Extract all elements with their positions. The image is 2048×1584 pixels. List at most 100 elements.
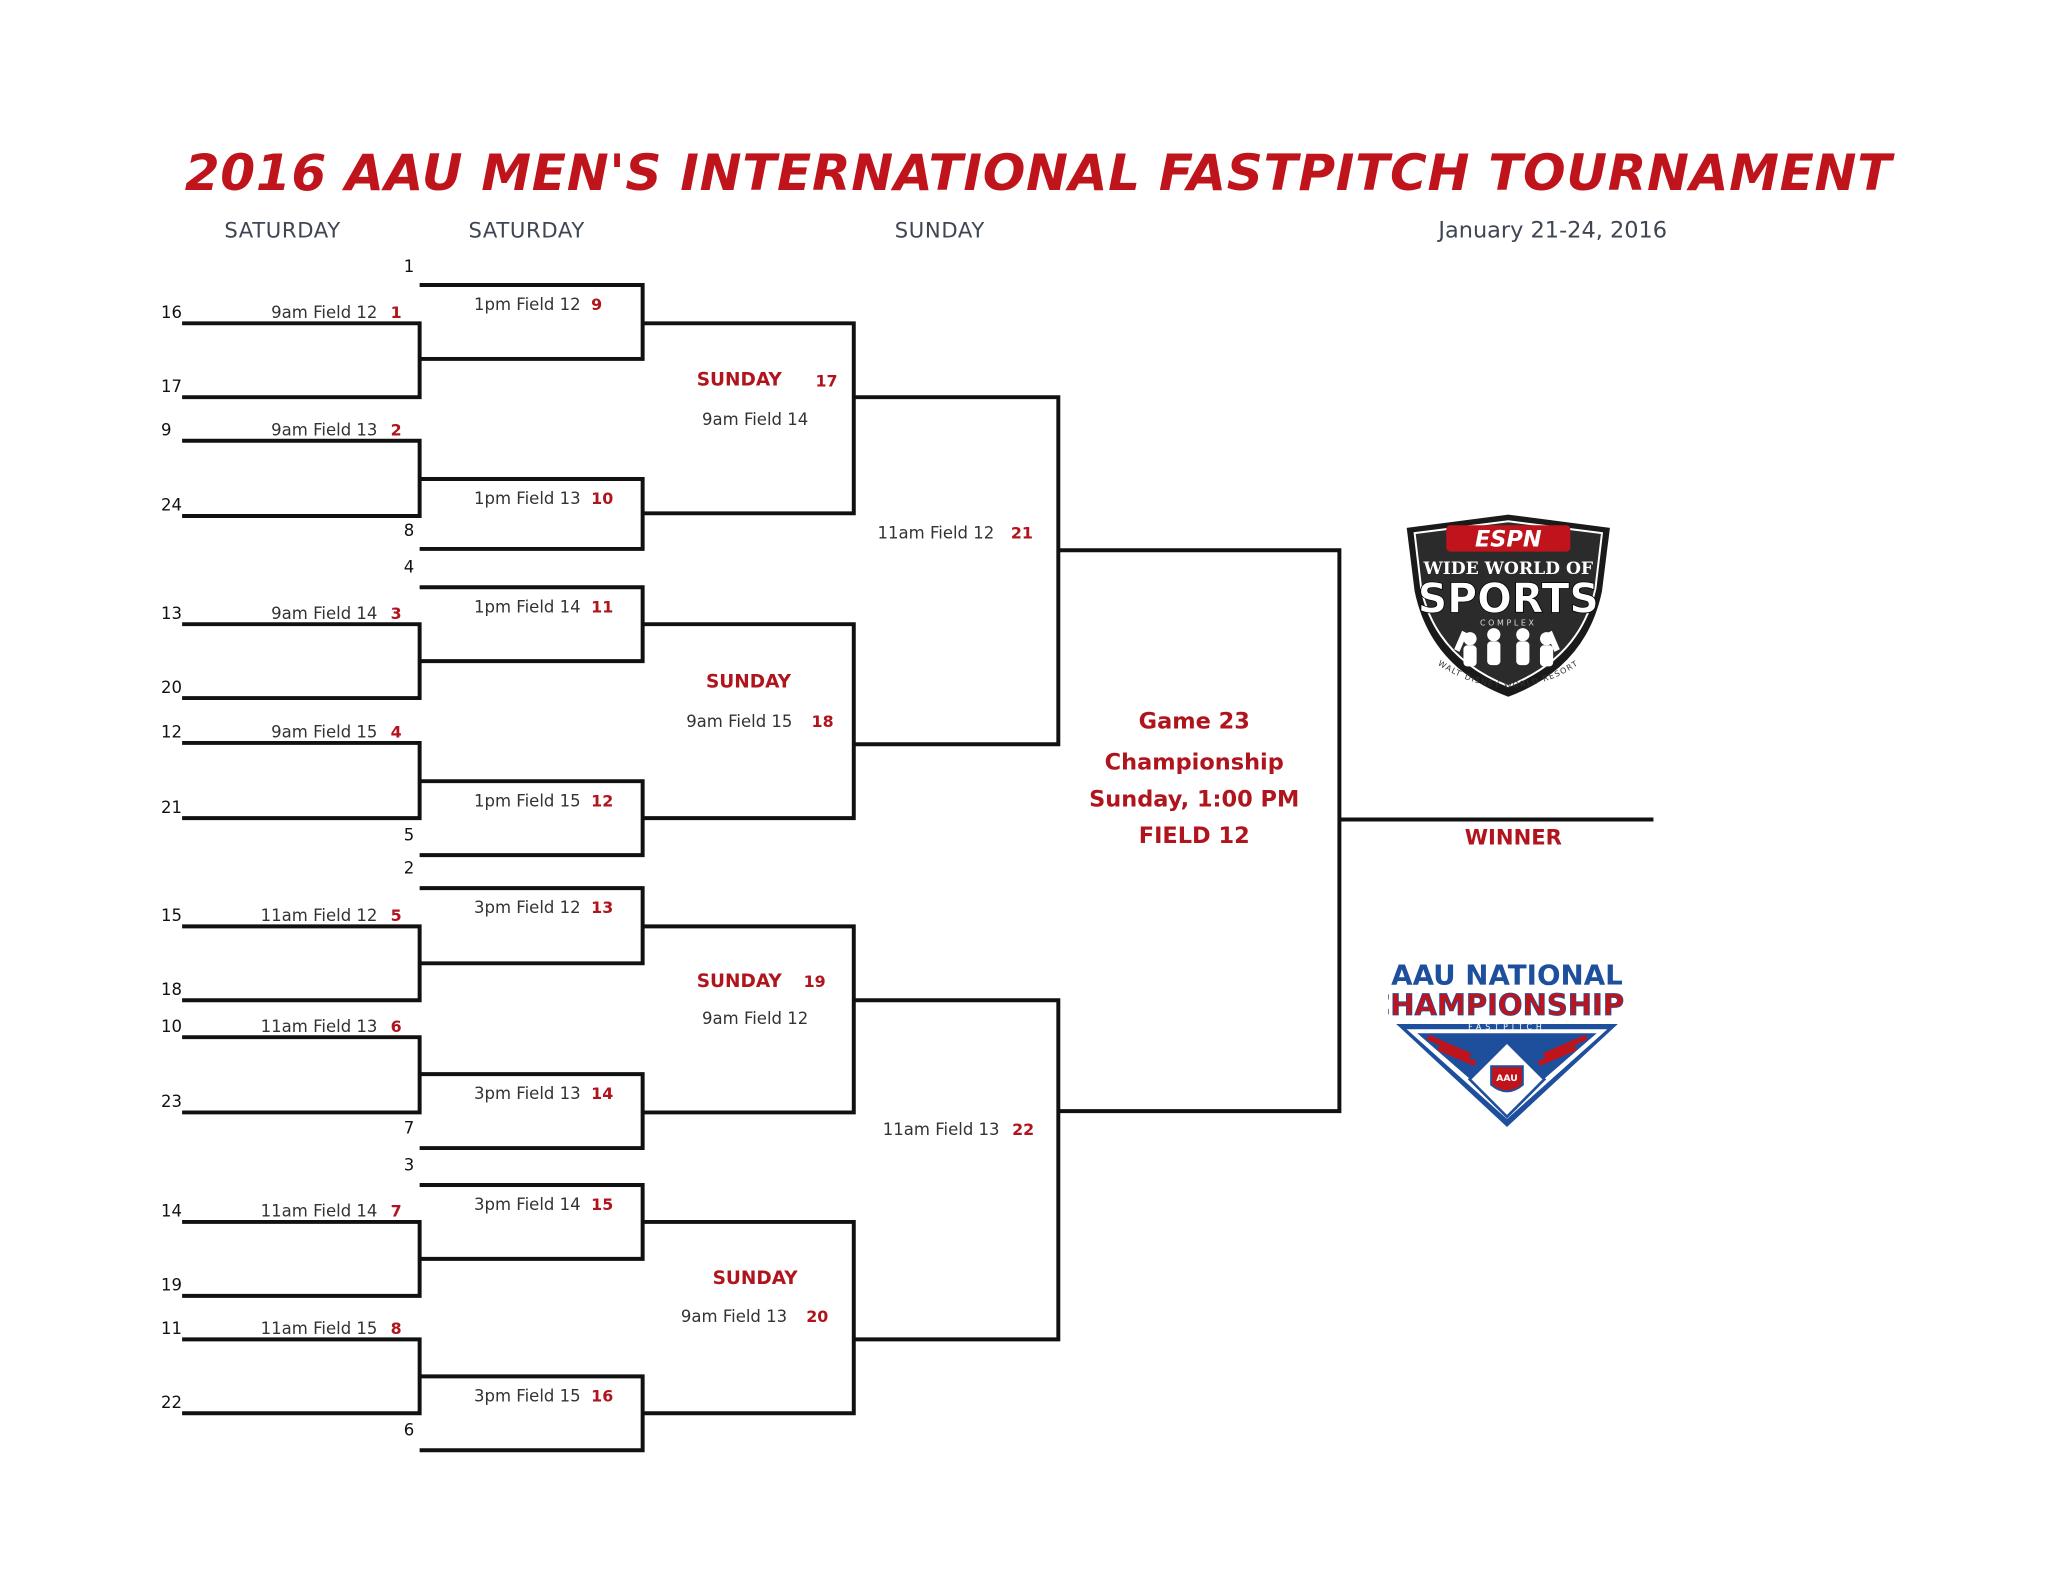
game-number: 7 [390,1202,402,1221]
round3-bracket [642,924,856,1115]
seed-number: 21 [160,797,182,817]
round3-bracket [642,1219,856,1416]
seed-number: 23 [160,1091,182,1112]
espn-wordmark: ESPN [1475,526,1542,552]
seed-number: 17 [160,376,182,396]
seed-number: 16 [160,302,182,322]
game-time-field: 1pm Field 12 [474,294,581,315]
game-number: 6 [390,1017,402,1036]
round1-bracket [182,924,422,1003]
game-number: 3 [390,604,402,623]
seed-number: 24 [160,494,182,515]
game-time-field: 9am Field 13 [271,419,378,440]
espn-logo-line3: COMPLEX [1480,618,1537,627]
seed-number: 3 [403,1154,415,1175]
game-time-field: 11am Field 13 [882,1119,1000,1139]
seed-number: 15 [160,905,182,926]
game-number: 22 [1012,1120,1035,1139]
game-number: 17 [815,372,838,391]
seed-number: 12 [160,721,182,742]
game-time-field: 1pm Field 13 [474,488,581,509]
aau-logo-line1: AAU NATIONAL [1391,958,1623,991]
championship-title: Championship [1104,749,1284,776]
game-time-field: 3pm Field 14 [474,1194,581,1215]
game-day: SUNDAY [696,369,782,391]
game-number: 20 [806,1307,829,1327]
winner-label: WINNER [1464,824,1562,850]
round1-bracket [182,740,422,821]
game-time-field: 11am Field 15 [260,1318,378,1339]
round4-bracket [853,998,1061,1342]
game-number: 11 [591,597,614,617]
game-time-field: 9am Field 15 [271,721,378,742]
aau-national-championships-logo: AAU NATIONAL CHAMPIONSHIPS FASTPITCH AAU [1388,958,1626,1127]
game-time-field: 11am Field 12 [877,522,995,543]
seed-number: 5 [403,824,415,845]
seed-number: 19 [160,1274,182,1295]
game-number: 15 [591,1195,614,1215]
game-time-field: 9am Field 14 [702,409,809,429]
seed-number: 6 [403,1419,415,1440]
aau-shield-icon [1490,1065,1524,1093]
header-round1-day: SATURDAY [224,217,341,243]
round3-bracket [642,622,856,821]
game-time-field: 9am Field 12 [702,1008,809,1028]
game-time-field: 9am Field 13 [680,1306,788,1327]
game-number: 14 [591,1084,614,1104]
championship-game-number: Game 23 [1138,708,1250,736]
game-number: 19 [803,972,826,992]
seed-number: 7 [403,1117,415,1138]
seed-number: 22 [160,1392,182,1412]
game-day: SUNDAY [705,671,791,693]
game-time-field: 1pm Field 15 [474,790,581,811]
game-number: 18 [811,712,834,732]
game-day: SUNDAY [712,1268,798,1290]
final-bracket [1058,548,1342,1114]
round1-bracket [182,438,422,518]
crowd-silhouette-icon [1454,628,1560,667]
game-time-field: 9am Field 14 [271,603,378,623]
header-round3-day: SUNDAY [894,217,985,243]
seed-number: 14 [160,1200,182,1221]
espn-logo-line1: WIDE WORLD OF [1423,559,1594,579]
game-number: 1 [390,303,402,322]
game-number: 10 [591,489,614,509]
game-number: 5 [390,906,402,926]
page-title: 2016 AAU MEN'S INTERNATIONAL FASTPITCH T… [184,143,1893,202]
game-time-field: 3pm Field 15 [474,1385,581,1406]
game-day: SUNDAY [696,971,782,993]
seed-number: 18 [160,979,182,999]
seed-number: 1 [403,256,415,276]
game-number: 9 [591,295,603,315]
round1-bracket [182,321,422,400]
seed-number: 2 [403,857,415,878]
seed-number: 4 [403,556,415,577]
game-time-field: 3pm Field 13 [474,1083,581,1104]
seed-number: 9 [160,419,172,440]
round3-bracket [642,321,856,516]
game-time-field: 11am Field 13 [260,1016,378,1036]
game-time-field: 11am Field 12 [260,905,378,926]
championship-field: FIELD 12 [1138,823,1250,850]
round1-bracket [182,1337,422,1416]
seed-number: 8 [403,519,415,540]
aau-logo-line2: CHAMPIONSHIPS [1388,988,1626,1022]
seed-number: 20 [160,676,182,697]
game-number: 12 [591,791,614,811]
game-time-field: 9am Field 12 [271,302,378,322]
seed-number: 13 [160,603,182,623]
game-number: 4 [390,723,402,742]
game-number: 21 [1010,523,1033,543]
game-number: 2 [390,420,402,440]
aau-badge-text: AAU [1496,1073,1517,1084]
round1-bracket [182,1035,422,1115]
header-round2-day: SATURDAY [468,217,585,243]
championship-time: Sunday, 1:00 PM [1089,786,1300,813]
game-time-field: 1pm Field 14 [474,596,581,617]
espn-wide-world-of-sports-logo: ESPN WIDE WORLD OF SPORTS COMPLEX WALT D… [1406,514,1610,697]
round1-bracket [182,622,422,701]
espn-logo-line2: SPORTS [1418,574,1599,622]
game-time-field: 3pm Field 12 [474,897,581,918]
